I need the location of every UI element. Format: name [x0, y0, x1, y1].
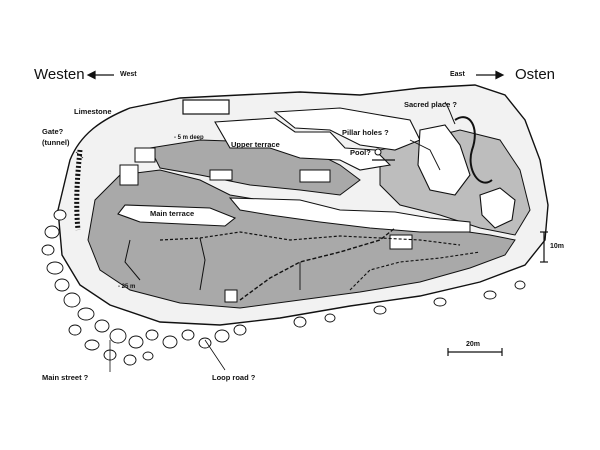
sacred-block	[417, 124, 471, 196]
depth-5m-label: - 5 m deep	[174, 135, 204, 141]
ridge-line-2	[239, 227, 396, 301]
east-label: Osten	[515, 66, 556, 83]
gate-label-line1: Gate?	[42, 127, 64, 136]
sacred-curve	[454, 116, 493, 184]
small-block-1	[134, 147, 156, 163]
pillar-holes-label: Pillar holes ?	[342, 128, 389, 137]
horizontal-scale-label: 20m	[466, 341, 481, 348]
leader-loop-road	[204, 339, 226, 371]
sacred-arrow	[444, 101, 456, 125]
east-hook	[479, 187, 516, 229]
gate-label-line2: (tunnel)	[42, 138, 70, 147]
ridge-line-1	[159, 231, 461, 246]
building-top	[182, 99, 230, 115]
ridge-line-5	[199, 237, 206, 291]
limestone-wall	[74, 149, 83, 231]
ridge-line-4	[124, 239, 141, 281]
vertical-scale-label: 10m	[550, 243, 565, 250]
small-block-4	[299, 169, 331, 183]
mid-terrace-block	[228, 197, 471, 233]
leader-gate	[75, 151, 84, 159]
ridge-line-7	[409, 139, 441, 171]
small-block-3	[209, 169, 233, 181]
pool-marker	[374, 148, 382, 156]
vertical-scale-bar	[540, 231, 548, 263]
terrace-block-east	[273, 107, 421, 151]
limestone-label: Limestone	[74, 107, 112, 116]
main-terrace-label: Main terrace	[150, 209, 195, 218]
boulder-field	[41, 209, 526, 366]
loop-road-label: Loop road ?	[212, 373, 256, 382]
east-arrow-icon	[476, 70, 505, 80]
pool-label: Pool?	[350, 148, 371, 157]
upper-terrace-label: Upper terrace	[231, 140, 280, 149]
west-small-label: West	[120, 71, 137, 78]
west-arrow-icon	[86, 70, 114, 80]
upper-terrace-block	[214, 117, 392, 171]
east-small-label: East	[450, 71, 465, 78]
sacred-place-label: Sacred place ?	[404, 100, 457, 109]
main-terrace-block	[117, 204, 237, 227]
west-label: Westen	[34, 66, 85, 83]
small-block-2	[119, 164, 139, 186]
small-block-6	[224, 289, 238, 303]
main-street-label: Main street ?	[42, 373, 89, 382]
small-block-5	[389, 234, 413, 250]
horizontal-scale-bar	[447, 348, 503, 356]
depth-25m-label: - 25 m	[118, 284, 136, 290]
